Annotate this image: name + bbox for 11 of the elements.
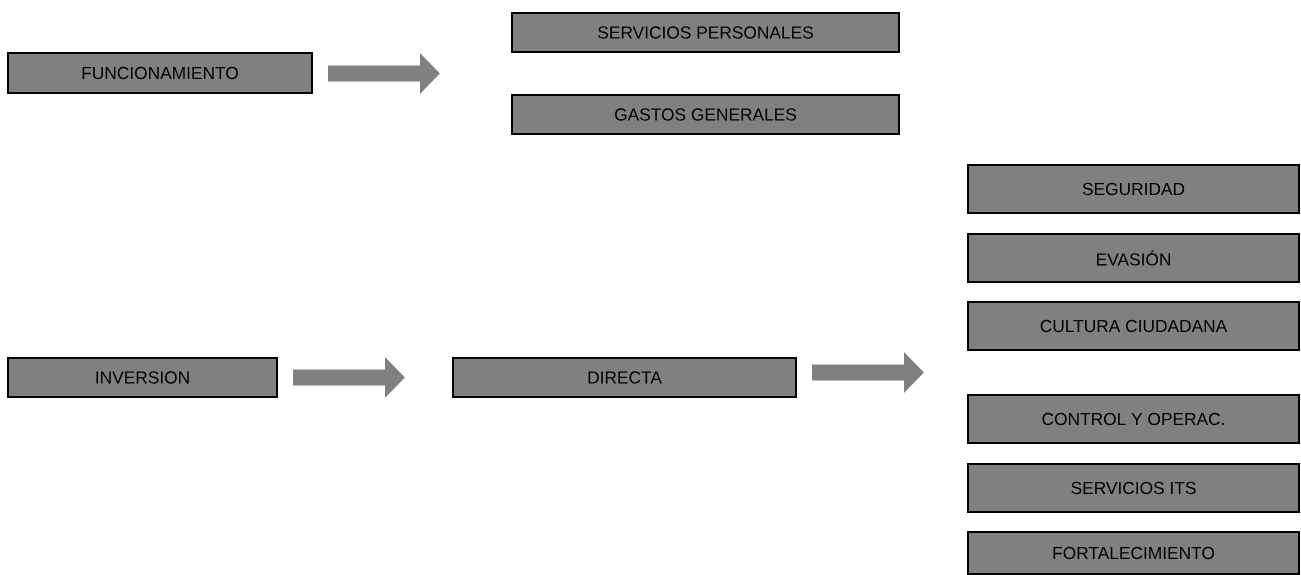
- category-box: FORTALECIMIENTO: [967, 531, 1300, 575]
- category-box: CULTURA CIUDADANA: [967, 301, 1300, 351]
- category-box: SEGURIDAD: [967, 164, 1300, 214]
- category-box: DIRECTA: [452, 357, 797, 398]
- category-box: FUNCIONAMIENTO: [7, 52, 313, 94]
- category-box: GASTOS GENERALES: [511, 94, 900, 135]
- category-box: SERVICIOS PERSONALES: [511, 12, 900, 53]
- category-box: INVERSION: [7, 357, 278, 398]
- category-box: CONTROL Y OPERAC.: [967, 394, 1300, 444]
- category-box: SERVICIOS ITS: [967, 463, 1300, 513]
- category-box: EVASIÓN: [967, 233, 1300, 283]
